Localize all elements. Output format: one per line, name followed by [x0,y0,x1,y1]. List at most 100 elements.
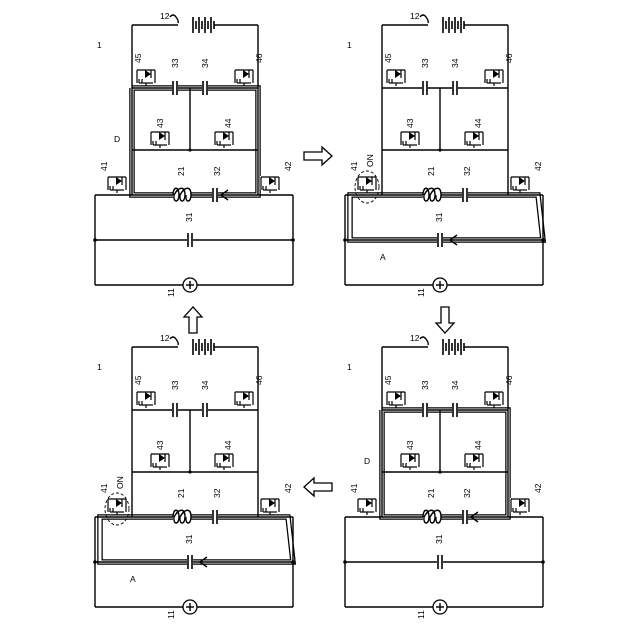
junction-dot [438,148,441,151]
arrow-left-bottom [304,478,332,496]
switch-44 [214,131,234,148]
label-31: 31 [434,534,444,544]
current-path-a [350,195,543,240]
switch-46 [234,391,254,408]
junction-dot [188,470,191,473]
switch-44 [214,453,234,470]
switch-46 [484,69,504,86]
label-46: 46 [504,375,514,385]
leader-line [420,337,428,345]
current-path-a [100,517,293,562]
label-d: D [114,134,120,144]
junction-dot [541,560,545,564]
junction-dot [541,238,545,242]
switch-41 [107,176,127,193]
label-46: 46 [504,53,514,63]
switch-43 [400,453,420,470]
label-12: 12 [410,11,420,21]
switch-42 [510,498,530,515]
label-a: A [130,574,136,584]
label-41: 41 [349,161,359,171]
circuit-panel-bottom-left: ON121454633344344414221323111A [93,333,295,619]
junction-dot [438,470,441,473]
circuit-panel-top-right: ON121454633344344414221323111A [343,11,545,297]
arrow-right-top [304,147,332,165]
label-34: 34 [450,58,460,68]
label-45: 45 [133,375,143,385]
label-33: 33 [170,58,180,68]
switch-41 [357,176,377,193]
junction-dot [343,560,347,564]
label-45: 45 [383,53,393,63]
label-d: D [364,456,370,466]
label-41: 41 [349,483,359,493]
junction-dot [93,238,97,242]
label-43: 43 [405,440,415,450]
circuit-panel-bottom-right: 121454633344344414221323111D [343,333,545,619]
label-42: 42 [283,483,293,493]
switch-42 [260,498,280,515]
label-31: 31 [184,534,194,544]
label-43: 43 [155,440,165,450]
label-11: 11 [166,610,176,619]
label-32: 32 [462,488,472,498]
junction-dot [188,148,191,151]
leader-line [170,15,178,23]
label-31: 31 [434,212,444,222]
junction-dot [291,238,295,242]
label-1: 1 [347,40,352,50]
label-a: A [380,252,386,262]
label-11: 11 [416,610,426,619]
label-33: 33 [420,58,430,68]
switch-46 [484,391,504,408]
junction-dot [343,238,347,242]
label-44: 44 [223,118,233,128]
label-34: 34 [200,58,210,68]
switch-46 [234,69,254,86]
label-12: 12 [160,333,170,343]
label-43: 43 [405,118,415,128]
label-45: 45 [133,53,143,63]
current-path-a-inner [350,195,543,240]
on-label: ON [115,476,125,489]
switch-45 [386,391,406,408]
label-32: 32 [212,488,222,498]
switch-44 [464,131,484,148]
label-21: 21 [426,488,436,498]
on-label: ON [365,154,375,167]
label-41: 41 [99,161,109,171]
switch-42 [510,176,530,193]
label-12: 12 [160,11,170,21]
label-45: 45 [383,375,393,385]
label-21: 21 [176,488,186,498]
label-34: 34 [200,380,210,390]
label-32: 32 [212,166,222,176]
label-1: 1 [347,362,352,372]
label-1: 1 [97,362,102,372]
switch-41 [357,498,377,515]
label-11: 11 [166,288,176,297]
switch-43 [150,453,170,470]
switch-43 [150,131,170,148]
label-33: 33 [170,380,180,390]
current-path-a-inner [100,517,293,562]
label-43: 43 [155,118,165,128]
switch-45 [386,69,406,86]
label-33: 33 [420,380,430,390]
arrow-down-right [436,307,454,333]
label-44: 44 [473,118,483,128]
label-21: 21 [176,166,186,176]
switch-44 [464,453,484,470]
label-42: 42 [283,161,293,171]
label-32: 32 [462,166,472,176]
circuit-panel-top-left: 121454633344344414221323111D [93,11,295,297]
label-41: 41 [99,483,109,493]
label-46: 46 [254,375,264,385]
junction-dot [93,560,97,564]
label-46: 46 [254,53,264,63]
switch-45 [136,69,156,86]
switch-42 [260,176,280,193]
label-44: 44 [473,440,483,450]
label-31: 31 [184,212,194,222]
